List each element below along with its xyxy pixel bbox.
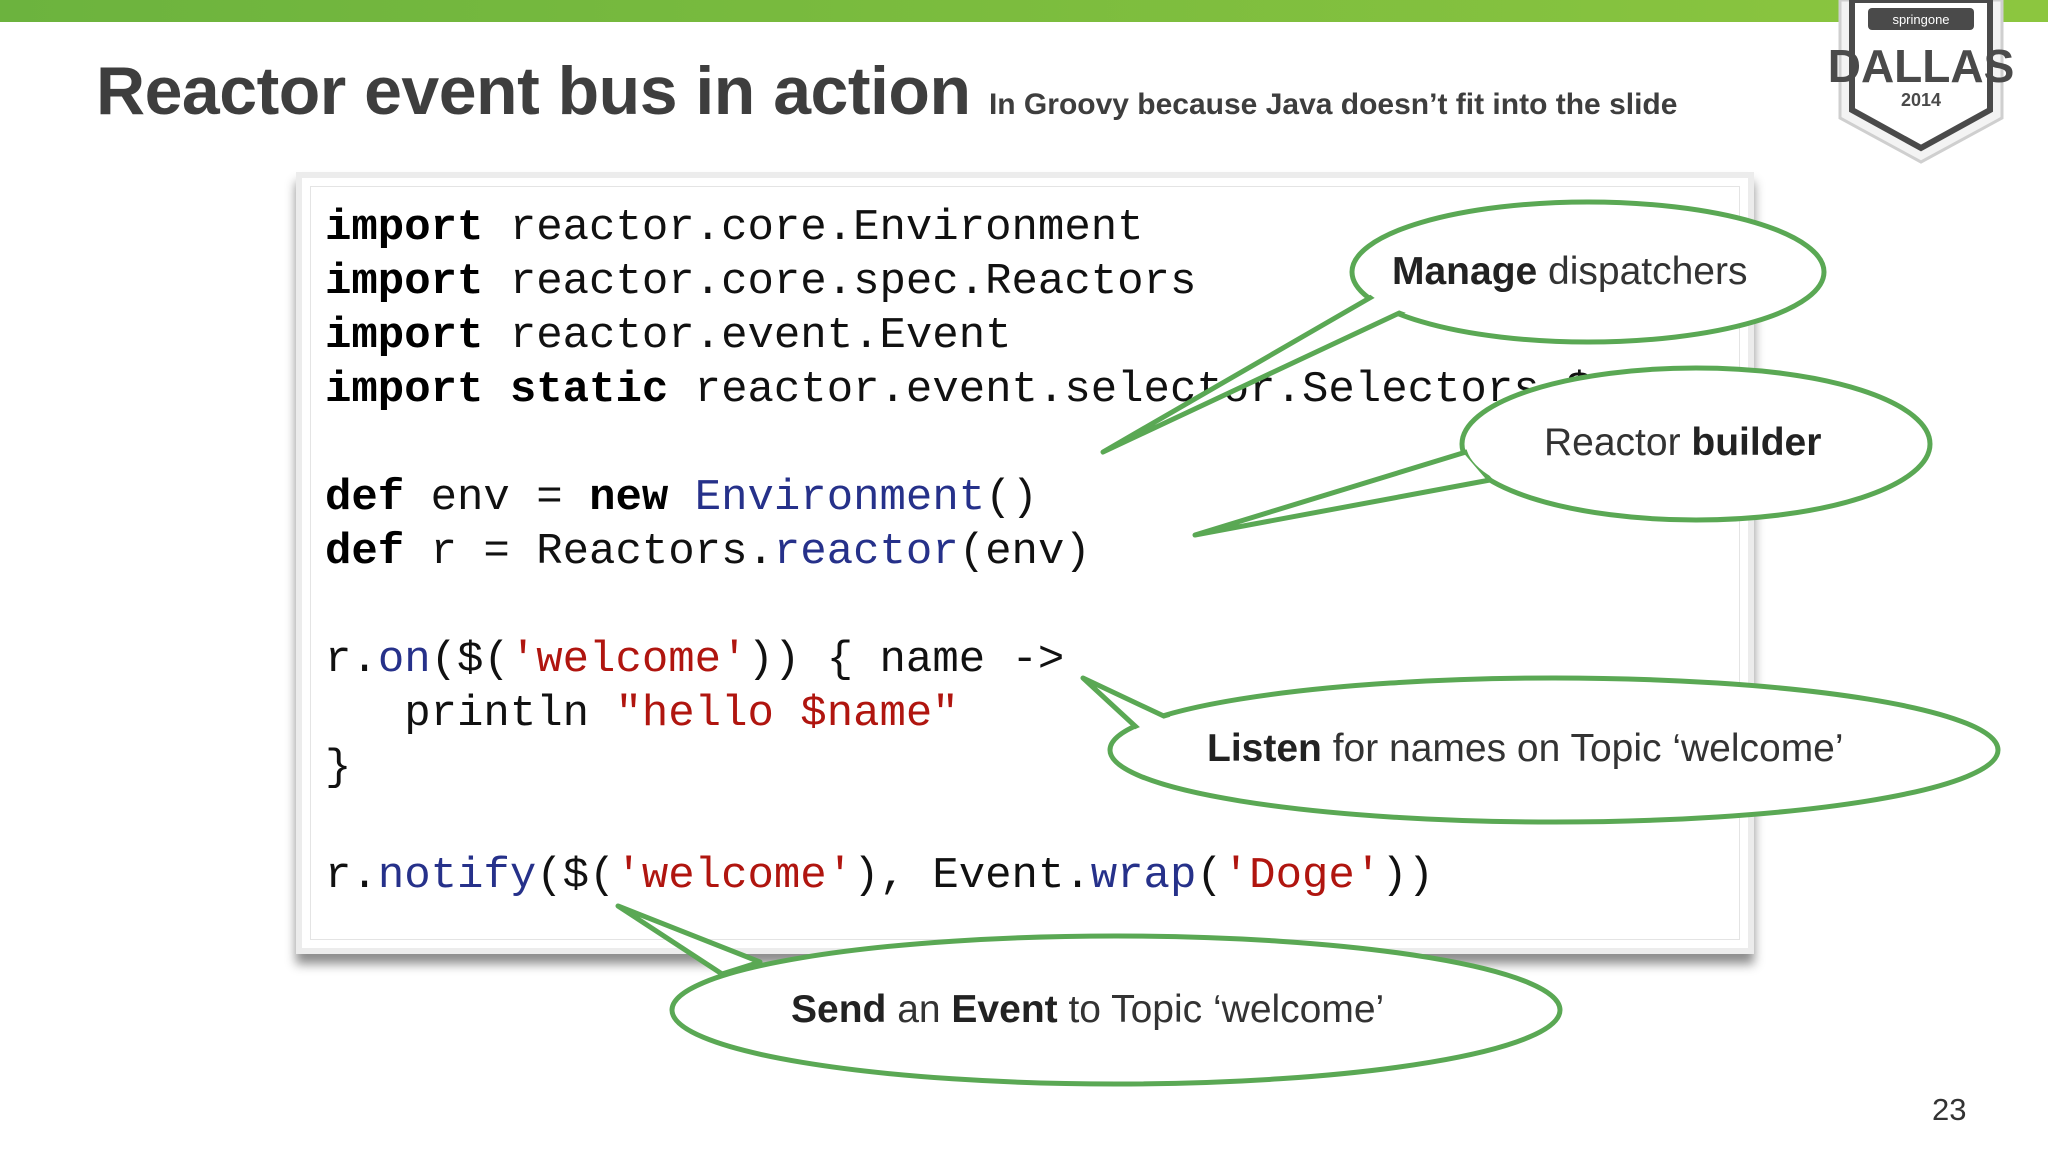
code-token: Environment <box>694 473 986 523</box>
code-line: } <box>325 741 1592 795</box>
code-token: )) { name -> <box>747 635 1065 685</box>
callout-manage-text: Manage dispatchers <box>1392 250 1748 293</box>
code-token: "hello $name" <box>615 689 959 739</box>
code-token: def <box>325 527 405 577</box>
top-accent-bar <box>0 0 2048 22</box>
code-token: r. <box>325 851 378 901</box>
code-token: reactor.event.selector.Selectors.$ <box>668 365 1593 415</box>
code-token: import <box>325 365 484 415</box>
code-line: import reactor.event.Event <box>325 309 1592 363</box>
slide-title: Reactor event bus in action <box>96 53 971 129</box>
code-line: def r = Reactors.reactor(env) <box>325 525 1592 579</box>
code-token: new <box>589 473 669 523</box>
svg-text:2014: 2014 <box>1901 90 1941 110</box>
svg-text:DALLAS: DALLAS <box>1828 40 2015 92</box>
slide-header: Reactor event bus in action In Groovy be… <box>96 52 1677 130</box>
code-token: ($( <box>430 635 510 685</box>
code-token: import <box>325 257 484 307</box>
code-token: import <box>325 203 484 253</box>
code-token: println <box>325 689 616 739</box>
code-line: r.on($('welcome')) { name -> <box>325 633 1592 687</box>
code-token: 'welcome' <box>509 635 748 685</box>
code-token: 'welcome' <box>615 851 854 901</box>
code-token: wrap <box>1090 851 1197 901</box>
code-token: r. <box>325 635 378 685</box>
code-token: reactor <box>773 527 959 577</box>
code-token: ($( <box>536 851 616 901</box>
code-token: () <box>985 473 1038 523</box>
code-token: static <box>509 365 669 415</box>
callout-listen-text: Listen for names on Topic ‘welcome’ <box>1207 727 1844 770</box>
code-token: (env) <box>958 527 1091 577</box>
code-token: ( <box>1196 851 1223 901</box>
callout-send-text: Send an Event to Topic ‘welcome’ <box>791 988 1385 1031</box>
code-token: ), Event. <box>853 851 1091 901</box>
code-token: } <box>325 743 352 793</box>
callout-send-pointer <box>615 903 763 977</box>
code-line: def env = new Environment() <box>325 471 1592 525</box>
code-token: )) <box>1381 851 1435 901</box>
code-token: r = Reactors. <box>404 527 774 577</box>
page-number: 23 <box>1932 1092 1967 1127</box>
code-token: import <box>325 311 484 361</box>
code-token: reactor.event.Event <box>483 311 1012 361</box>
code-line: r.notify($('welcome'), Event.wrap('Doge'… <box>325 849 1592 903</box>
callout-manage-pointer <box>1100 289 1413 455</box>
code-line: println "hello $name" <box>325 687 1592 741</box>
code-token: reactor.core.spec.Reactors <box>483 257 1197 307</box>
code-token: on <box>377 635 431 685</box>
callout-builder-text: Reactor builder <box>1544 421 1822 464</box>
code-token: reactor.core.Environment <box>483 203 1144 253</box>
code-token: def <box>325 473 405 523</box>
springone-dallas-badge-logo: springone DALLAS 2014 <box>1828 0 2015 164</box>
code-line: import reactor.core.Environment <box>325 201 1592 255</box>
svg-text:springone: springone <box>1892 12 1949 27</box>
code-token: 'Doge' <box>1222 851 1382 901</box>
code-token: notify <box>377 851 537 901</box>
callout-builder-pointer <box>1192 449 1493 538</box>
code-token: env = <box>404 473 590 523</box>
slide-subtitle: In Groovy because Java doesn’t fit into … <box>988 88 1678 121</box>
code-line: import static reactor.event.selector.Sel… <box>325 363 1592 417</box>
code-line: import reactor.core.spec.Reactors <box>325 255 1592 309</box>
